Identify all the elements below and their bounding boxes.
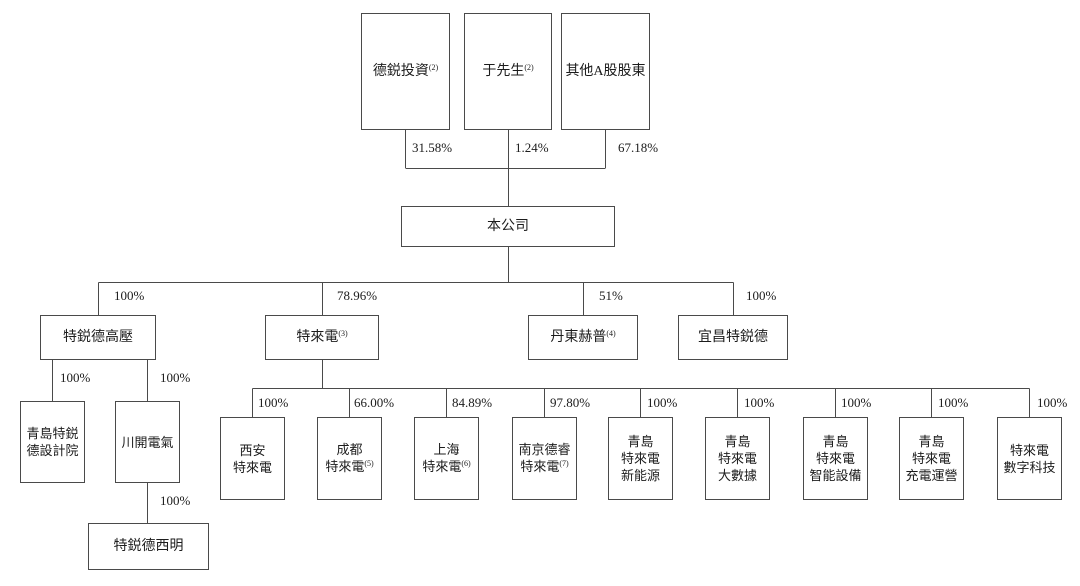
- node-label: 丹東赫普: [550, 329, 607, 345]
- node-qingdao-teld-smart-equipment: 青島 特來電 智能設備: [803, 417, 868, 500]
- ownership-pct: 100%: [160, 493, 191, 508]
- footnote-ref: (3): [338, 328, 348, 338]
- ownership-pct: 97.80%: [550, 395, 591, 410]
- node-tgood-ximing: 特鋭德西明: [88, 523, 209, 570]
- node-label: 特來電: [717, 451, 757, 466]
- node-label: 青島: [724, 434, 751, 449]
- node-label: 新能源: [620, 468, 660, 483]
- node-label: 特來電: [296, 329, 339, 345]
- ownership-pct: 100%: [258, 395, 289, 410]
- node-company: 本公司: [401, 206, 615, 247]
- ownership-pct: 1.24%: [515, 140, 549, 155]
- node-label: 南京德睿: [518, 441, 571, 457]
- node-xian-teld: 西安 特來電: [220, 417, 285, 500]
- node-label: 大數據: [717, 468, 757, 483]
- node-label: 青島: [918, 434, 945, 449]
- footnote-ref: (5): [364, 458, 374, 468]
- node-label: 特來電: [325, 458, 365, 474]
- node-label: 特鋭德高壓: [63, 330, 133, 345]
- node-shanghai-teld: 上海 特來電(6): [414, 417, 479, 500]
- node-label: 成都: [336, 441, 363, 457]
- node-label: 青島: [627, 434, 654, 449]
- ownership-pct: 31.58%: [412, 140, 453, 155]
- ownership-pct: 100%: [60, 370, 91, 385]
- node-teld-digital-technology: 特來電 數字科技: [997, 417, 1062, 500]
- node-qingdao-teld-new-energy: 青島 特來電 新能源: [608, 417, 673, 500]
- ownership-pct: 100%: [744, 395, 775, 410]
- ownership-pct: 100%: [160, 370, 191, 385]
- node-yichang-tgood: 宜昌特鋭德: [678, 315, 788, 360]
- ownership-pct: 78.96%: [337, 288, 378, 303]
- ownership-pct: 100%: [746, 288, 777, 303]
- node-chuankai-electric: 川開電氣: [115, 401, 180, 483]
- node-qingdao-teld-charging-operation: 青島 特來電 充電運營: [899, 417, 964, 500]
- node-label: 特來電: [232, 459, 272, 475]
- node-label: 特來電: [1009, 442, 1049, 458]
- ownership-pct: 100%: [647, 395, 678, 410]
- footnote-ref: (2): [524, 62, 534, 72]
- node-derui-investment: 德鋭投資(2): [361, 13, 450, 130]
- node-label: 特來電: [620, 451, 660, 466]
- ownership-pct: 84.89%: [452, 395, 493, 410]
- node-nanjing-derui-teld: 南京德睿 特來電(7): [512, 417, 577, 500]
- node-label: 西安: [239, 442, 266, 458]
- node-label: 數字科技: [1003, 459, 1056, 475]
- node-mr-yu: 于先生(2): [464, 13, 552, 130]
- footnote-ref: (2): [428, 62, 439, 72]
- ownership-pct: 100%: [1037, 395, 1068, 410]
- node-qingdao-teld-big-data: 青島 特來電 大數據: [705, 417, 770, 500]
- node-label: 宜昌特鋭德: [698, 330, 768, 345]
- node-label: 于先生: [482, 63, 525, 79]
- node-label: 特來電: [815, 451, 855, 466]
- footnote-ref: (7): [559, 458, 569, 468]
- node-label: 特來電: [911, 451, 951, 466]
- ownership-pct: 100%: [114, 288, 145, 303]
- node-label: 青島: [822, 434, 849, 449]
- node-other-a-shareholders: 其他A股股東: [561, 13, 650, 130]
- node-label: 特來電: [520, 458, 560, 474]
- ownership-pct: 100%: [938, 395, 969, 410]
- node-label: 特鋭德西明: [113, 539, 184, 554]
- node-label: 德鋭投資: [372, 63, 429, 79]
- footnote-ref: (6): [461, 458, 471, 468]
- node-dandong-hepu: 丹東赫普(4): [528, 315, 638, 360]
- footnote-ref: (4): [606, 328, 616, 338]
- node-tgood-high-voltage: 特鋭德高壓: [40, 315, 156, 360]
- ownership-pct: 100%: [841, 395, 872, 410]
- node-label: 充電運營: [905, 468, 958, 483]
- node-label: 特來電: [422, 458, 462, 474]
- node-teld: 特來電(3): [265, 315, 379, 360]
- node-label: 智能設備: [809, 468, 862, 483]
- node-label: 本公司: [487, 219, 529, 234]
- node-label: 青島特鋭: [26, 426, 79, 441]
- node-qingdao-tgood-design-institute: 青島特鋭 德設計院: [20, 401, 85, 483]
- ownership-pct: 51%: [599, 288, 623, 303]
- node-label: 上海: [433, 441, 460, 457]
- ownership-pct: 67.18%: [618, 140, 659, 155]
- node-label: 川開電氣: [121, 434, 174, 450]
- node-chengdu-teld: 成都 特來電(5): [317, 417, 382, 500]
- ownership-pct: 66.00%: [354, 395, 395, 410]
- node-label: 德設計院: [26, 443, 79, 458]
- node-label: 其他A股股東: [565, 64, 646, 79]
